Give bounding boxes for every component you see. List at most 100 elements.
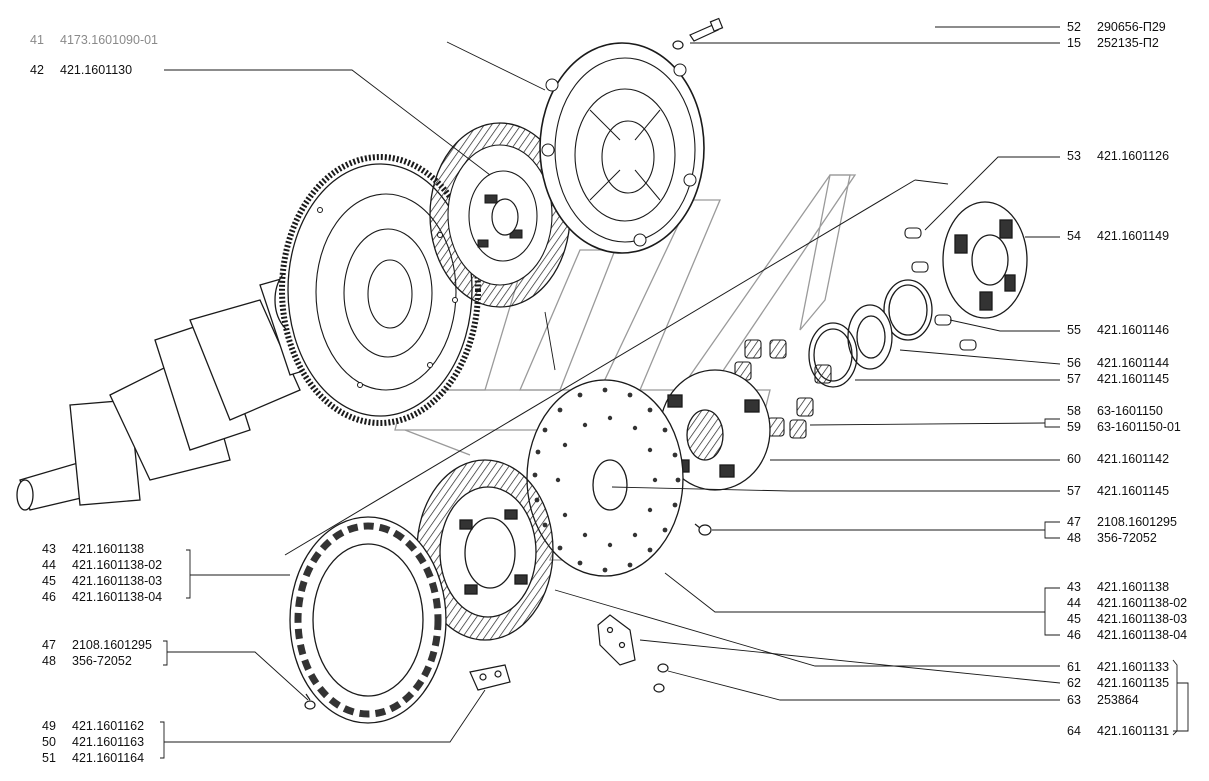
pins-53 — [904, 227, 977, 351]
clutch-disc-upper — [429, 122, 571, 308]
ring-57 — [808, 322, 858, 388]
callout-number: 41 — [30, 33, 44, 47]
callout-part-code: 421.1601138-04 — [1097, 628, 1188, 642]
callout-part-code: 421.1601138 — [72, 542, 145, 556]
callout-part-code: 421.1601126 — [1097, 149, 1170, 163]
callout-part-code: 2108.1601295 — [1097, 515, 1177, 529]
callout-number: 52 — [1067, 20, 1081, 34]
callout-number: 50 — [42, 735, 56, 749]
perforated-disc-57 — [526, 379, 684, 577]
callout-part-code: 421.1601133 — [1097, 660, 1170, 674]
callout-number: 58 — [1067, 404, 1081, 418]
callout-part-code: 421.1601138-02 — [1097, 596, 1188, 610]
callout-part-code: 421.1601164 — [72, 751, 145, 765]
callout-part-code: 421.1601145 — [1097, 372, 1170, 386]
bolt-52 — [672, 17, 724, 50]
damper-plate-54 — [942, 201, 1028, 319]
callout-number: 56 — [1067, 356, 1081, 370]
callout-part-code: 253864 — [1097, 693, 1139, 707]
callout-64: 64 421.1601131 — [1067, 724, 1169, 739]
callout-part-code: 421.1601145 — [1097, 484, 1170, 498]
callout-part-code: 356-72052 — [72, 654, 132, 668]
callout-46-left: 46 421.1601138-04 — [42, 590, 162, 605]
callout-number: 57 — [1067, 372, 1081, 386]
callout-47-right: 47 2108.1601295 — [1067, 515, 1177, 530]
callout-49: 49 421.1601162 — [42, 719, 144, 734]
callout-59: 59 63-1601150-01 — [1067, 420, 1181, 435]
callout-55: 55 421.1601146 — [1067, 323, 1169, 338]
callout-number: 62 — [1067, 676, 1081, 690]
callout-number: 49 — [42, 719, 56, 733]
clutch-disc-lower — [416, 459, 554, 641]
callout-number: 48 — [1067, 531, 1081, 545]
callout-56: 56 421.1601144 — [1067, 356, 1169, 371]
callout-number: 47 — [1067, 515, 1081, 529]
callout-number: 54 — [1067, 229, 1081, 243]
callout-part-code: 421.1601149 — [1097, 229, 1170, 243]
callout-44-left: 44 421.1601138-02 — [42, 558, 162, 573]
callout-number: 48 — [42, 654, 56, 668]
callout-part-code: 63-1601150 — [1097, 404, 1163, 418]
callout-51: 51 421.1601164 — [42, 751, 144, 766]
callout-number: 57 — [1067, 484, 1081, 498]
small-screw-47-48-right — [694, 523, 712, 536]
callout-part-code: 421.1601138 — [1097, 580, 1170, 594]
callout-part-code: 290656-П29 — [1097, 20, 1166, 34]
callout-58: 58 63-1601150 — [1067, 404, 1163, 419]
leader-lines — [160, 26, 1189, 759]
callout-62: 62 421.1601135 — [1067, 676, 1169, 691]
callout-number: 64 — [1067, 724, 1081, 738]
callout-number: 44 — [42, 558, 56, 572]
callout-46-right: 46 421.1601138-04 — [1067, 628, 1187, 643]
callout-43-right: 43 421.1601138 — [1067, 580, 1169, 595]
separator-line — [284, 179, 949, 556]
callout-57: 57 421.1601145 — [1067, 372, 1169, 387]
callout-number: 60 — [1067, 452, 1081, 466]
callout-part-code: 421.1601130 — [60, 63, 133, 77]
callout-number: 45 — [42, 574, 56, 588]
callout-part-code: 421.1601162 — [72, 719, 145, 733]
callout-part-code: 356-72052 — [1097, 531, 1157, 545]
segment-61 — [597, 614, 636, 666]
callout-number: 53 — [1067, 149, 1081, 163]
callout-part-code: 63-1601150-01 — [1097, 420, 1181, 434]
callout-part-code: 421.1601131 — [1097, 724, 1170, 738]
callout-50: 50 421.1601163 — [42, 735, 144, 750]
rivets-62-63 — [653, 663, 669, 693]
callout-number: 45 — [1067, 612, 1081, 626]
callout-number: 42 — [30, 63, 44, 77]
callout-number: 43 — [1067, 580, 1081, 594]
callout-part-code: 421.1601163 — [72, 735, 145, 749]
callout-45-left: 45 421.1601138-03 — [42, 574, 162, 589]
pressure-plate — [539, 42, 705, 254]
callout-41: 41 4173.1601090-01 — [30, 33, 158, 48]
flywheel — [279, 154, 481, 426]
callout-number: 55 — [1067, 323, 1081, 337]
callout-43-left: 43 421.1601138 — [42, 542, 144, 557]
callout-number: 44 — [1067, 596, 1081, 610]
ring-55 — [883, 279, 933, 341]
callout-number: 15 — [1067, 36, 1081, 50]
callout-part-code: 421.1601142 — [1097, 452, 1170, 466]
callout-number: 61 — [1067, 660, 1081, 674]
callout-part-code: 2108.1601295 — [72, 638, 152, 652]
callout-63: 63 253864 — [1067, 693, 1139, 708]
callout-61: 61 421.1601133 — [1067, 660, 1169, 675]
callout-44-right: 44 421.1601138-02 — [1067, 596, 1187, 611]
callout-part-code: 421.1601138-02 — [72, 558, 163, 572]
callout-part-code: 421.1601138-04 — [72, 590, 163, 604]
callout-part-code: 421.1601135 — [1097, 676, 1170, 690]
callout-number: 51 — [42, 751, 56, 765]
plate-56 — [847, 304, 893, 370]
callout-54: 54 421.1601149 — [1067, 229, 1169, 244]
callout-number: 63 — [1067, 693, 1081, 707]
callout-48-right: 48 356-72052 — [1067, 531, 1157, 546]
callout-42: 42 421.1601130 — [30, 63, 132, 78]
callout-15: 15 252135-П2 — [1067, 36, 1159, 51]
rivet-plate-49-51 — [469, 664, 511, 691]
callout-45-right: 45 421.1601138-03 — [1067, 612, 1187, 627]
callout-part-code: 252135-П2 — [1097, 36, 1159, 50]
callout-60: 60 421.1601142 — [1067, 452, 1169, 467]
small-screw-47-48-left — [304, 693, 316, 710]
